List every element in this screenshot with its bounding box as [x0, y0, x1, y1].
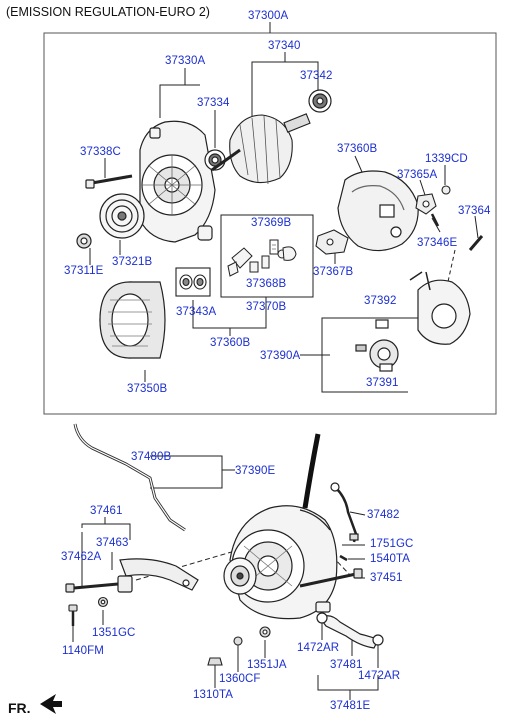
callout-37365a[interactable]: 37365A — [397, 169, 438, 181]
callout-37390e[interactable]: 37390E — [235, 465, 276, 477]
callout-37482[interactable]: 37482 — [367, 509, 400, 521]
callout-37300a[interactable]: 37300A — [248, 10, 289, 22]
bolt-37338c — [85, 174, 133, 189]
callout-1339cd[interactable]: 1339CD — [425, 153, 468, 165]
rear-housing — [337, 170, 419, 252]
callout-37461[interactable]: 37461 — [90, 505, 123, 517]
cable-37482 — [330, 482, 359, 543]
callout-1351gc[interactable]: 1351GC — [92, 627, 136, 639]
bearing-37342 — [308, 89, 332, 113]
callout-1310ta[interactable]: 1310TA — [193, 689, 234, 701]
callout-37342[interactable]: 37342 — [300, 70, 333, 82]
callout-37311e[interactable]: 37311E — [64, 265, 104, 277]
callout-37462a[interactable]: 37462A — [61, 551, 102, 563]
terminal-parts — [415, 185, 484, 251]
fr-arrow-icon — [40, 694, 62, 714]
callout-37369b[interactable]: 37369B — [251, 217, 292, 229]
bushings-37343a — [175, 267, 211, 297]
callout-37391[interactable]: 37391 — [366, 377, 399, 389]
callout-37350b[interactable]: 37350B — [127, 383, 168, 395]
callout-37451[interactable]: 37451 — [370, 572, 403, 584]
bracket-37463 — [117, 558, 199, 593]
callout-37360b-top[interactable]: 37360B — [337, 143, 378, 155]
diagram-title: (EMISSION REGULATION-EURO 2) — [6, 5, 210, 19]
callout-37360b-mid[interactable]: 37360B — [210, 337, 251, 349]
part-37367b — [315, 229, 349, 255]
callout-37364[interactable]: 37364 — [458, 205, 491, 217]
callout-1140fm[interactable]: 1140FM — [62, 645, 104, 657]
rotor-37340 — [211, 113, 311, 185]
callout-37463[interactable]: 37463 — [96, 537, 129, 549]
callout-1472ar-left[interactable]: 1472AR — [297, 642, 340, 654]
pulley-37321b — [99, 193, 145, 239]
direction-label: FR. — [8, 700, 31, 716]
callout-37392[interactable]: 37392 — [364, 295, 397, 307]
callout-37334[interactable]: 37334 — [197, 97, 230, 109]
callout-1472ar-right[interactable]: 1472AR — [358, 670, 401, 682]
brush-parts — [227, 239, 297, 277]
callout-1540ta[interactable]: 1540TA — [370, 553, 411, 565]
bolt-37462a — [65, 582, 119, 593]
callout-37367b[interactable]: 37367B — [313, 266, 354, 278]
hose-37481 — [316, 612, 384, 649]
callout-1751gc[interactable]: 1751GC — [370, 538, 414, 550]
front-housing — [139, 120, 216, 243]
callout-37390a[interactable]: 37390A — [260, 350, 301, 362]
callout-37481e[interactable]: 37481E — [330, 700, 371, 712]
callout-37480b[interactable]: 37480B — [131, 451, 172, 463]
callout-37370b[interactable]: 37370B — [246, 301, 287, 313]
callout-37338c[interactable]: 37338C — [80, 146, 121, 158]
callout-37346e[interactable]: 37346E — [417, 237, 458, 249]
callout-37340[interactable]: 37340 — [268, 40, 301, 52]
callout-37343a[interactable]: 37343A — [176, 306, 217, 318]
alternator-assembly — [223, 505, 338, 620]
small-fasteners — [68, 596, 271, 666]
callout-1351ja[interactable]: 1351JA — [247, 659, 287, 671]
regulator-cover — [355, 271, 471, 372]
callout-37481[interactable]: 37481 — [330, 659, 363, 671]
stator-37350b — [99, 281, 166, 359]
callout-1360cf[interactable]: 1360CF — [219, 673, 261, 685]
bolts-1540ta-37451 — [299, 554, 363, 588]
callout-37368b[interactable]: 37368B — [246, 278, 287, 290]
callout-37321b[interactable]: 37321B — [112, 256, 153, 268]
nut-37311e — [76, 233, 92, 249]
callout-37330a[interactable]: 37330A — [165, 55, 206, 67]
